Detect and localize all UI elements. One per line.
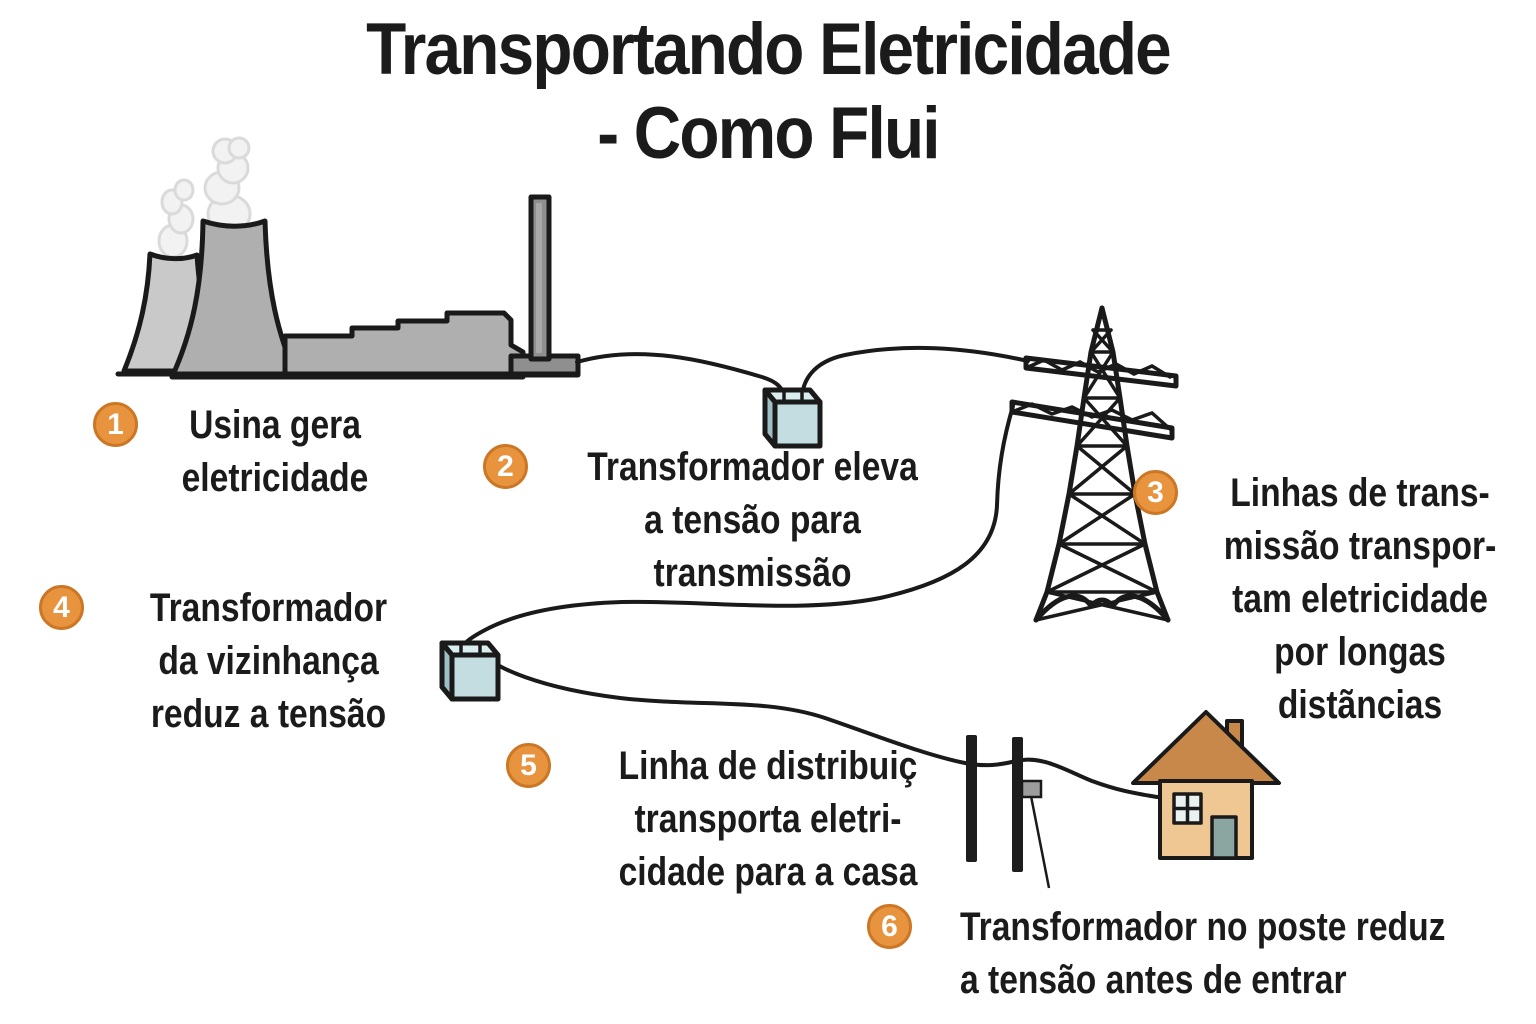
callout-line-6 — [1029, 795, 1051, 889]
power-plant-icon — [115, 194, 581, 380]
step-6-text: Transformador no poste reduz a tensão an… — [960, 901, 1446, 1007]
wire-distribution-line — [478, 650, 1159, 799]
step-2-badge: 2 — [483, 444, 528, 489]
label-line: a tensão antes de entrar — [960, 958, 1347, 1002]
label-line: Transformador eleva — [587, 445, 918, 489]
step-3-badge: 3 — [1133, 470, 1178, 515]
label-line: cidade para a casa — [618, 850, 918, 894]
label-line: eletricidade — [181, 456, 369, 500]
step-2-text: Transformador eleva a tensão para transm… — [574, 441, 931, 600]
utility-pole — [1012, 737, 1023, 872]
label-line: Linha de distribuiç — [618, 744, 918, 788]
step-3-label: 3 Linhas de trans- missão transpor- tam … — [1133, 467, 1530, 732]
step-5-text: Linha de distribuiç transporta eletri- c… — [596, 740, 940, 899]
title-line-2: - Como Flui — [597, 93, 940, 174]
label-line: tam eletricidade — [1232, 577, 1488, 621]
wire-tower-to-neighborhood-transformer — [459, 404, 1015, 655]
wire-transformer-to-tower — [800, 345, 1030, 401]
label-line: transporta eletri- — [634, 797, 902, 841]
label-line: por longas — [1274, 630, 1446, 674]
plant-building — [282, 310, 526, 380]
house-door — [1210, 815, 1238, 860]
step-2-label: 2 Transformador eleva a tensão para tran… — [483, 441, 965, 600]
step-5-badge: 5 — [506, 743, 551, 788]
neighborhood-transformer-icon — [439, 640, 501, 702]
label-line: missão transpor- — [1223, 524, 1497, 568]
label-line: da vizinhança — [158, 639, 379, 683]
wire-plant-to-transformer — [575, 352, 786, 401]
step-5-label: 5 Linha de distribuiç transporta eletri-… — [506, 740, 973, 899]
chimney-highlight — [536, 203, 542, 353]
step-6-label: 6 Transformador no poste reduz a tensão … — [867, 901, 1446, 1007]
label-line: Linhas de trans- — [1230, 471, 1490, 515]
pole-transformer-icon — [1020, 779, 1043, 799]
cooling-tower-large — [169, 218, 300, 380]
step-4-badge: 4 — [39, 585, 84, 630]
transmission-tower-icon — [1009, 305, 1179, 623]
label-line: distãncias — [1277, 683, 1443, 727]
label-line: a tensão para — [644, 498, 861, 542]
label-line: reduz a tensão — [150, 692, 387, 736]
label-line: Transformador — [149, 586, 388, 630]
step-1-text: Usina gera eletricidade — [170, 399, 380, 505]
smoke-icon — [157, 136, 252, 259]
utility-poles-icon — [966, 735, 1051, 889]
step-3-text: Linhas de trans- missão transpor- tam el… — [1217, 467, 1503, 732]
step-4-label: 4 Transformador da vizinhança reduz a te… — [39, 582, 441, 741]
label-line: Transformador no poste reduz — [960, 905, 1446, 949]
title-line-1: Transportando Eletricidade — [366, 9, 1172, 90]
page-title: Transportando Eletricidade - Como Flui — [77, 8, 1459, 176]
label-line: transmissão — [653, 551, 852, 595]
step-1-label: 1 Usina gera eletricidade — [93, 399, 400, 505]
label-line: Usina gera — [189, 403, 361, 447]
step-6-badge: 6 — [867, 904, 912, 949]
step-1-badge: 1 — [93, 402, 138, 447]
house-icon — [1131, 710, 1281, 860]
step-up-transformer-icon — [762, 387, 823, 449]
step-4-text: Transformador da vizinhança reduz a tens… — [124, 582, 414, 741]
utility-pole — [966, 735, 977, 862]
